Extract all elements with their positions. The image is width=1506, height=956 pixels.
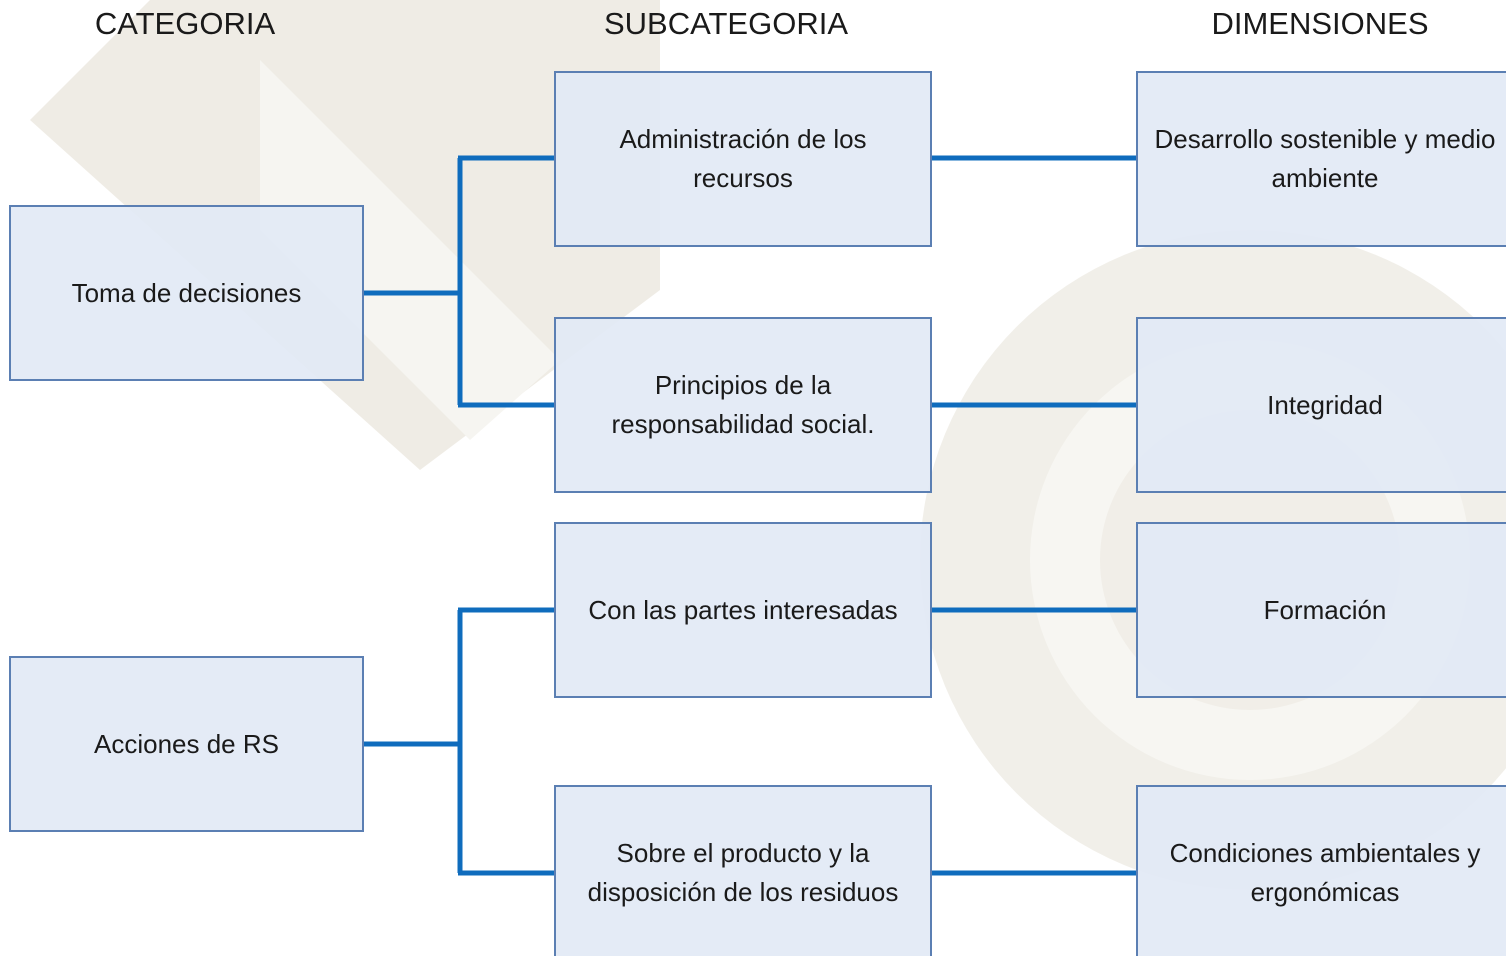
watermark-chevron-inner	[260, 60, 560, 440]
subcategory-label: Sobre el producto y la disposición de lo…	[587, 838, 899, 907]
category-box-toma-de-decisiones: Toma de decisiones	[9, 205, 364, 381]
subcategory-box-partes-interesadas: Con las partes interesadas	[554, 522, 932, 698]
header-dimensiones: DIMENSIONES	[1211, 6, 1429, 41]
dimension-box-condiciones-ambientales: Condiciones ambientales y ergonómicas	[1136, 785, 1506, 956]
header-categoria: CATEGORIA	[94, 6, 276, 41]
subcategory-box-principios: Principios de la responsabilidad social.	[554, 317, 932, 493]
subcategory-label: Con las partes interesadas	[588, 594, 898, 625]
subcategory-box-administracion: Administración de los recursos	[554, 71, 932, 247]
subcategory-label: Principios de la responsabilidad social.	[611, 370, 875, 439]
subcategory-label: Administración de los recursos	[619, 124, 867, 193]
dimension-label: Integridad	[1267, 389, 1383, 420]
dimension-box-desarrollo-sostenible: Desarrollo sostenible y medio ambiente	[1136, 71, 1506, 247]
subcategory-box-producto-residuos: Sobre el producto y la disposición de lo…	[554, 785, 932, 956]
dimension-box-integridad: Integridad	[1136, 317, 1506, 493]
category-label: Toma de decisiones	[71, 277, 302, 308]
header-subcategoria: SUBCATEGORIA	[603, 6, 849, 41]
category-box-acciones-de-rs: Acciones de RS	[9, 656, 364, 832]
dimension-label: Condiciones ambientales y ergonómicas	[1169, 838, 1481, 907]
dimension-label: Formación	[1263, 594, 1387, 625]
category-label: Acciones de RS	[94, 728, 279, 759]
dimension-label: Desarrollo sostenible y medio ambiente	[1154, 124, 1496, 193]
dimension-box-formacion: Formación	[1136, 522, 1506, 698]
